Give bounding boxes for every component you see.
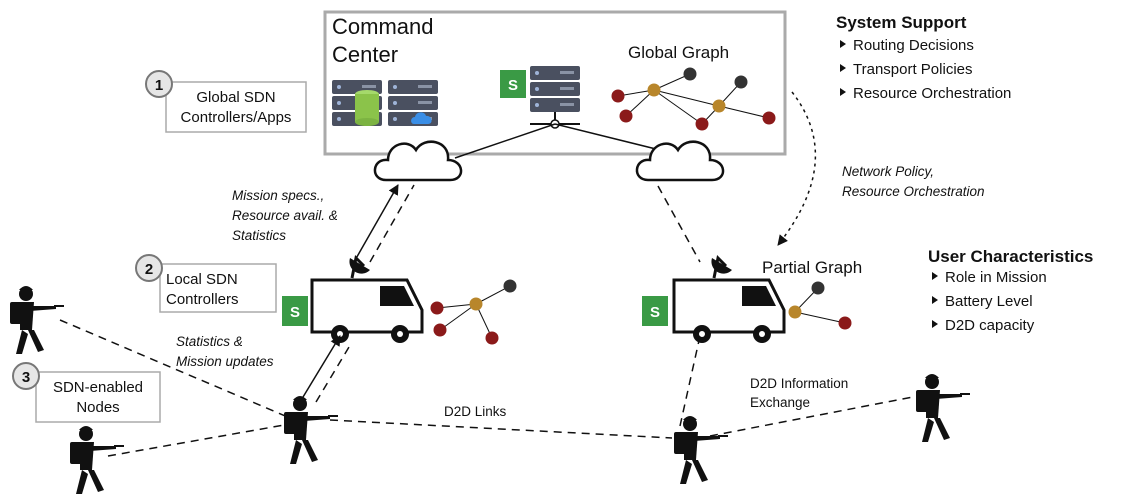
- partial-graph-label: Partial Graph: [762, 258, 862, 277]
- label-3-sdn-nodes: 3 SDN-enabled Nodes: [12, 362, 161, 423]
- d2d-link-2: [107, 423, 291, 457]
- label-1-line2: Controllers/Apps: [181, 109, 292, 126]
- switch-server-icon: [530, 66, 580, 129]
- label-2-number: 2: [145, 261, 153, 278]
- switch-badge-right: S: [642, 296, 668, 326]
- command-center-title-line1: Command: [332, 14, 433, 39]
- svg-text:Mission updates: Mission updates: [176, 354, 274, 369]
- uplink-arrow-left: [353, 184, 399, 263]
- label-1-number: 1: [155, 77, 163, 94]
- switch-badge-left: S: [282, 296, 308, 326]
- system-support-panel: System Support Routing Decisions Transpo…: [836, 13, 1011, 102]
- user-characteristics-item: Battery Level: [945, 293, 1033, 310]
- truck-left-icon: [310, 256, 424, 345]
- system-support-item: Resource Orchestration: [853, 85, 1011, 102]
- label-2-line1: Local SDN: [166, 271, 238, 288]
- switch-badge-cc: S: [500, 70, 526, 98]
- cc-link-right: [554, 123, 669, 153]
- dashed-link-cloud-truck-left: [369, 184, 415, 263]
- svg-text:Statistics: Statistics: [232, 228, 286, 243]
- database-server-icon: [332, 80, 382, 126]
- label-3-line1: SDN-enabled: [53, 379, 143, 396]
- annotation-mission-specs: Mission specs., Resource avail. & Statis…: [232, 188, 338, 243]
- label-2-local-sdn: 2 Local SDN Controllers: [135, 254, 277, 313]
- soldier-icon-1: [10, 286, 64, 354]
- svg-text:S: S: [290, 304, 300, 321]
- user-characteristics-title: User Characteristics: [928, 247, 1093, 266]
- soldier-icon-3: [284, 396, 338, 464]
- svg-text:S: S: [650, 304, 660, 321]
- label-2-line2: Controllers: [166, 291, 239, 308]
- command-center-title-line2: Center: [332, 42, 398, 67]
- user-characteristics-item: Role in Mission: [945, 269, 1047, 286]
- d2d-link-3: [329, 419, 673, 439]
- soldier-icon-2: [70, 426, 124, 494]
- annotation-statistics-updates: Statistics & Mission updates: [176, 334, 274, 369]
- label-3-number: 3: [22, 369, 30, 386]
- policy-dotted-arrow: [777, 91, 817, 246]
- soldier-icon-4: [674, 416, 728, 484]
- label-1-global-sdn: 1 Global SDN Controllers/Apps: [145, 70, 307, 133]
- dashed-link-cloud-truck-right: [657, 185, 701, 263]
- annotation-network-policy: Network Policy, Resource Orchestration: [842, 164, 985, 199]
- dashed-link-soldier-truck-right: [679, 335, 701, 427]
- system-support-item: Routing Decisions: [853, 37, 974, 54]
- cloud-server-icon: [388, 80, 438, 126]
- cc-link-left: [454, 123, 556, 159]
- uplink-arrow-soldier: [299, 335, 341, 403]
- label-1-line1: Global SDN: [196, 89, 275, 106]
- label-3-line2: Nodes: [76, 399, 119, 416]
- svg-text:Statistics &: Statistics &: [176, 334, 243, 349]
- svg-text:Mission specs.,: Mission specs.,: [232, 188, 324, 203]
- partial-graph: [788, 281, 852, 330]
- system-support-title: System Support: [836, 13, 967, 32]
- svg-text:S: S: [508, 77, 518, 94]
- annotation-d2d-exchange: D2D Information Exchange: [750, 376, 848, 410]
- user-characteristics-panel: User Characteristics Role in Mission Bat…: [928, 247, 1093, 334]
- global-graph: [611, 67, 776, 131]
- svg-text:Resource avail. &: Resource avail. &: [232, 208, 338, 223]
- annotation-d2d-links: D2D Links: [444, 404, 507, 419]
- local-graph-left: [430, 279, 517, 345]
- svg-text:D2D Information: D2D Information: [750, 376, 848, 391]
- soldier-icon-5: [916, 374, 970, 442]
- dashed-link-soldier-truck-left: [315, 341, 353, 403]
- user-characteristics-item: D2D capacity: [945, 317, 1035, 334]
- svg-text:Network Policy,: Network Policy,: [842, 164, 934, 179]
- svg-text:Exchange: Exchange: [750, 395, 810, 410]
- d2d-link-4: [709, 395, 919, 437]
- svg-text:Resource Orchestration: Resource Orchestration: [842, 184, 985, 199]
- system-support-item: Transport Policies: [853, 61, 973, 78]
- global-graph-label: Global Graph: [628, 43, 729, 62]
